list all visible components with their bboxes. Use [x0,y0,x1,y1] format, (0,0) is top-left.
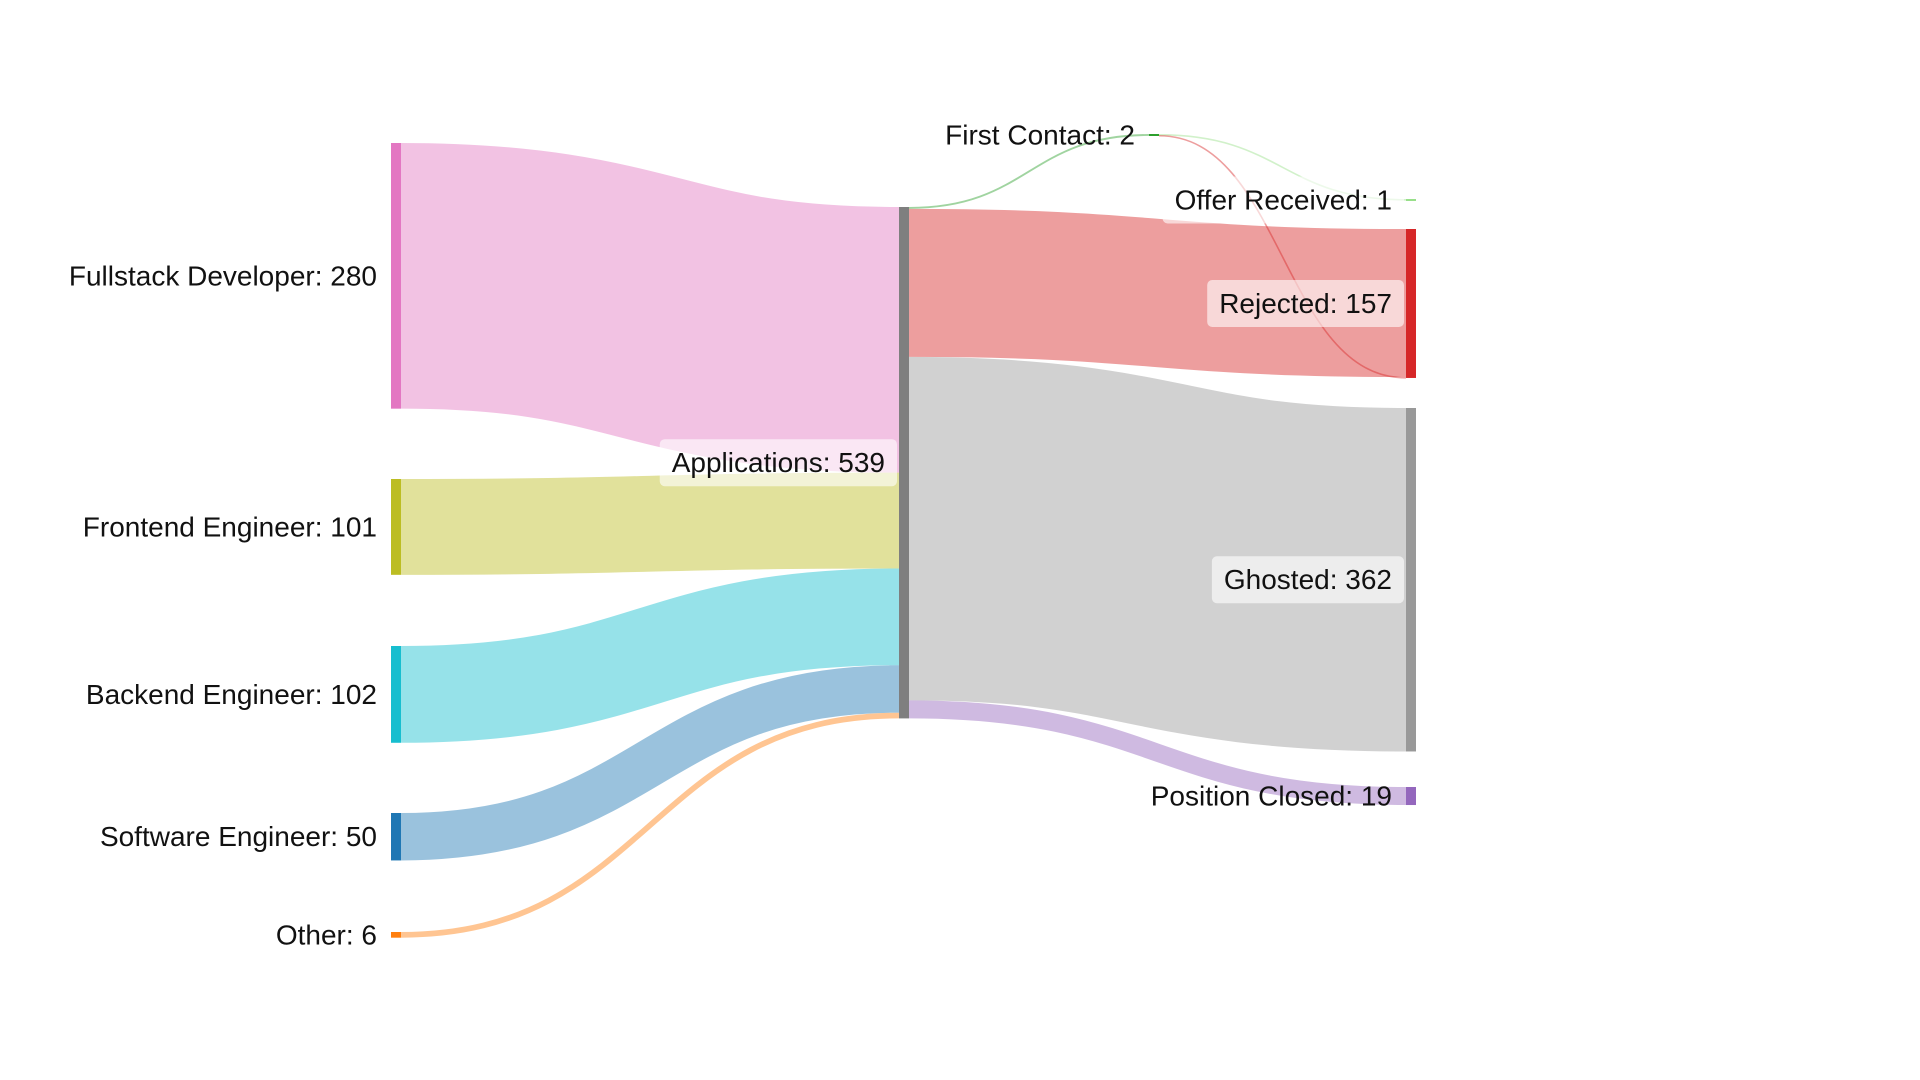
link-fullstack-to-applications [400,143,900,473]
node-label-frontend: Frontend Engineer: 101 [83,511,377,542]
node-label-group-frontend: Frontend Engineer: 101 [83,511,377,542]
node-label-group-offer-received: Offer Received: 1 [1162,176,1404,224]
node-label-group-first-contact: First Contact: 2 [945,120,1135,151]
node-label-backend: Backend Engineer: 102 [86,679,377,710]
node-bar-other [391,932,401,938]
node-bar-offer-received [1406,199,1416,201]
node-label-group-ghosted: Ghosted: 362 [1211,556,1404,604]
node-label-group-software: Software Engineer: 50 [100,821,377,852]
node-label-bg-applications [659,439,897,487]
sankey-nodes [391,134,1416,938]
node-label-rejected: Rejected: 157 [1219,288,1392,319]
node-bar-frontend [391,479,401,575]
node-label-bg-ghosted [1211,556,1404,604]
node-label-ghosted: Ghosted: 362 [1224,564,1392,595]
node-label-software: Software Engineer: 50 [100,821,377,852]
node-label-fullstack: Fullstack Developer: 280 [69,260,377,291]
link-first-contact-to-rejected [1158,134,1407,379]
node-bar-fullstack [391,143,401,409]
node-label-group-fullstack: Fullstack Developer: 280 [69,260,377,291]
node-bar-backend [391,646,401,743]
node-bar-software [391,813,401,861]
node-label-group-rejected: Rejected: 157 [1207,279,1404,327]
node-label-bg-offer-received [1162,176,1404,224]
node-label-offer-received: Offer Received: 1 [1175,185,1392,216]
node-label-group-applications: Applications: 539 [659,439,897,487]
node-bar-rejected [1406,229,1416,378]
link-applications-to-first-contact [908,134,1150,209]
node-label-applications: Applications: 539 [672,447,885,478]
node-label-first-contact: First Contact: 2 [945,120,1135,151]
node-label-other: Other: 6 [276,919,377,950]
node-label-group-position-closed: Position Closed: 19 [1151,781,1392,812]
link-applications-to-position-closed [908,700,1407,806]
link-frontend-to-applications [400,472,900,575]
node-label-group-other: Other: 6 [276,919,377,950]
node-bar-first-contact [1149,134,1159,136]
node-bar-position-closed [1406,787,1416,806]
node-label-group-backend: Backend Engineer: 102 [86,679,377,710]
link-other-to-applications [400,712,900,938]
node-label-bg-rejected [1207,279,1404,327]
link-software-to-applications [400,665,900,861]
node-bar-applications [899,207,909,719]
node-bar-ghosted [1406,408,1416,752]
node-label-position-closed: Position Closed: 19 [1151,781,1392,812]
link-backend-to-applications [400,568,900,743]
